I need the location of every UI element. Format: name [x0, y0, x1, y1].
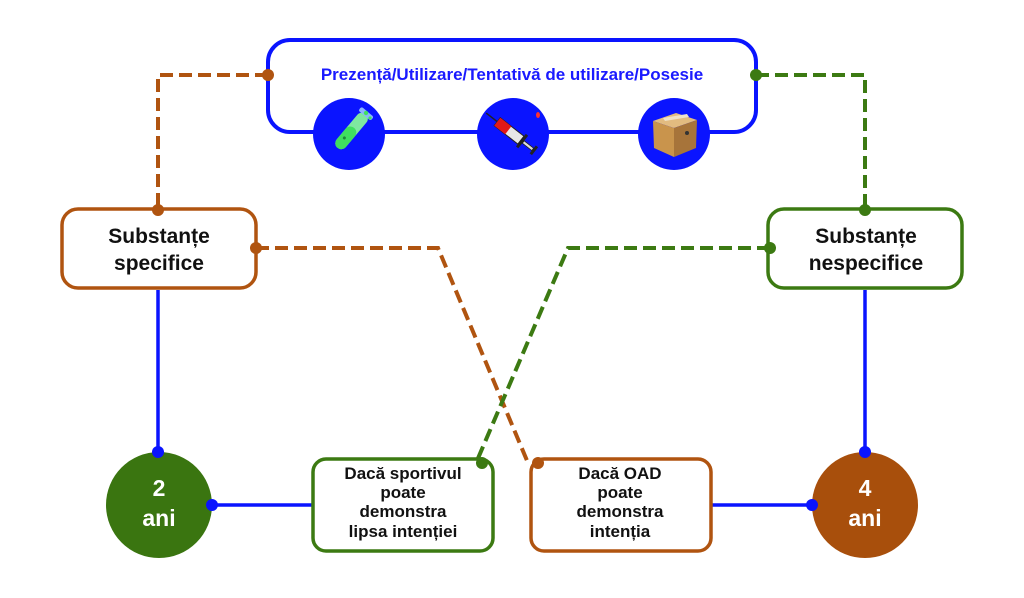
connector-dot [262, 69, 274, 81]
connector-dot [859, 204, 871, 216]
specific-substances-box[interactable]: Substanțe specifice [60, 207, 258, 290]
test-tube-icon [313, 98, 385, 170]
oad-condition-line-2: poate [597, 483, 642, 502]
sanction-4-years-circle[interactable]: 4 ani [812, 452, 918, 558]
connector-nonspecific-to-athlete-condition [474, 246, 770, 464]
specific-substances-line-1: Substanțe [108, 225, 210, 248]
connector-dot [750, 69, 762, 81]
sanction-2-years-unit: ani [142, 505, 175, 531]
connector-specific-to-oad-condition [256, 246, 530, 464]
athlete-condition-box[interactable]: Dacă sportivul poate demonstra lipsa int… [311, 457, 495, 553]
oad-condition-line-3: demonstra [577, 502, 664, 521]
connector-top-to-specific [156, 73, 268, 212]
connector-dot [532, 457, 544, 469]
connector-dot [764, 242, 776, 254]
sanction-2-years-number: 2 [153, 475, 166, 501]
nonspecific-substances-line-1: Substanțe [815, 225, 917, 248]
connector-top-to-nonspecific [756, 73, 867, 210]
violation-types-box[interactable]: Prezență/Utilizare/Tentativă de utilizar… [266, 38, 758, 170]
nonspecific-substances-box[interactable]: Substanțe nespecifice [766, 207, 964, 290]
athlete-condition-line-3: demonstra [360, 502, 447, 521]
violation-types-title: Prezență/Utilizare/Tentativă de utilizar… [321, 65, 703, 84]
oad-condition-line-1: Dacă OAD [578, 464, 661, 483]
sanction-2-years-circle[interactable]: 2 ani [106, 452, 212, 558]
box-icon [638, 98, 710, 170]
nonspecific-substances-line-2: nespecifice [809, 252, 923, 275]
syringe-icon [477, 98, 549, 170]
connector-dot [152, 204, 164, 216]
athlete-condition-line-4: lipsa intenției [349, 522, 458, 541]
athlete-condition-line-2: poate [380, 483, 425, 502]
connector-dot [206, 499, 218, 511]
connector-dot [250, 242, 262, 254]
oad-condition-box[interactable]: Dacă OAD poate demonstra intenția [529, 457, 713, 553]
sanction-4-years-unit: ani [848, 505, 881, 531]
connector-dot [476, 457, 488, 469]
specific-substances-line-2: specifice [114, 252, 204, 275]
connector-dot [152, 446, 164, 458]
connector-dot [806, 499, 818, 511]
oad-condition-line-4: intenția [590, 522, 651, 541]
athlete-condition-line-1: Dacă sportivul [344, 464, 461, 483]
connector-dot [859, 446, 871, 458]
sanction-4-years-number: 4 [859, 475, 872, 501]
